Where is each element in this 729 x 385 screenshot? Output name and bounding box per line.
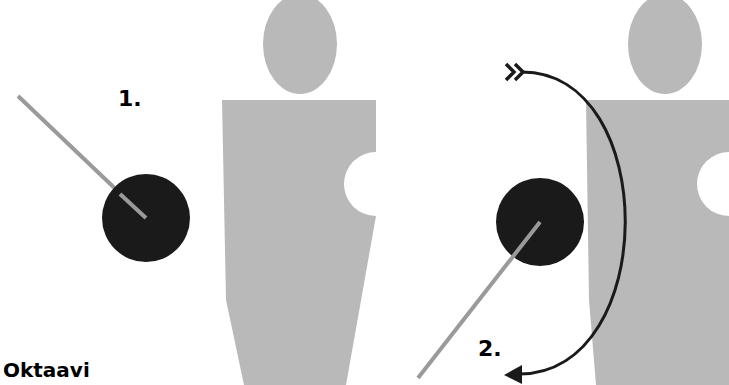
figure-title: Oktaavi: [3, 360, 90, 380]
head: [263, 0, 337, 94]
callout-number: 1.: [118, 88, 142, 110]
stick: [120, 194, 146, 218]
motion-arrow: [520, 72, 625, 374]
ball: [102, 174, 190, 262]
head: [628, 0, 702, 94]
stick: [418, 222, 540, 378]
torso: [586, 100, 729, 385]
start-chevrons: [506, 64, 523, 80]
arrowhead: [504, 365, 522, 384]
torso: [222, 100, 376, 385]
callout-number: 2.: [478, 338, 502, 360]
armpit: [697, 152, 729, 216]
stick: [18, 96, 146, 218]
